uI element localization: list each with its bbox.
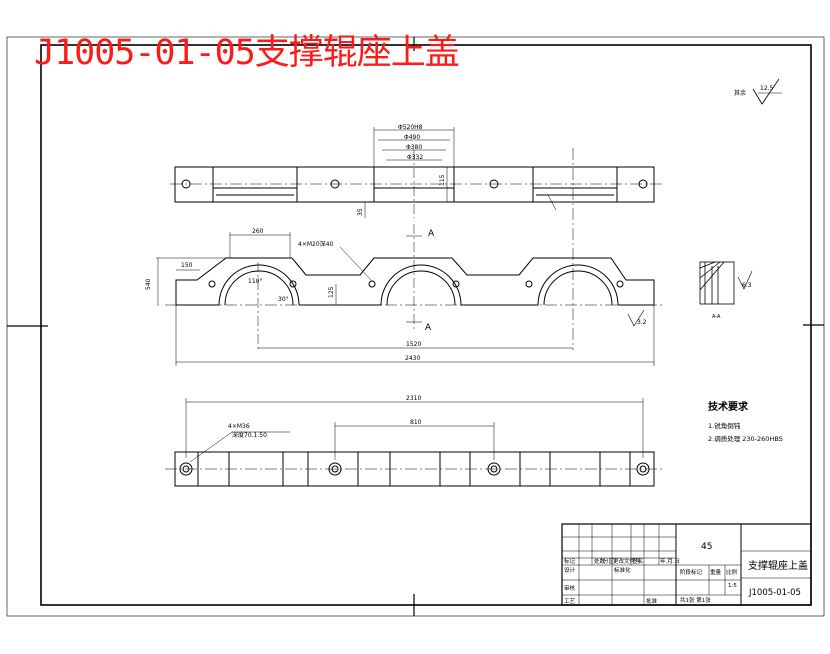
top-view [170,127,664,350]
tech-requirements: 技术要求 1.锐角倒钝 2.调质处理 230-260HBS [708,400,783,443]
title-block-text: 45 支撑辊座上盖 J1005-01-05 1:5 标记 处数 分区 更改文件号… [564,542,808,605]
svg-text:审核: 审核 [564,584,576,592]
svg-text:处数: 处数 [594,557,606,565]
bottom-view [165,398,664,487]
roughness-symbol-icon [737,270,753,290]
svg-text:技术要求: 技术要求 [708,400,749,413]
svg-text:125: 125 [328,286,335,298]
svg-text:1.锐角倒钝: 1.锐角倒钝 [708,421,741,430]
svg-text:540: 540 [145,278,152,290]
svg-text:3.2: 3.2 [637,319,647,326]
svg-text:分区: 分区 [603,557,615,565]
bottom-view-dims: 2310 4×M36 深度70.1.50 810 [228,395,422,439]
svg-text:J1005-01-05: J1005-01-05 [748,588,801,598]
svg-text:2.调质处理 230-260HBS: 2.调质处理 230-260HBS [708,434,783,443]
svg-text:支撑辊座上盖: 支撑辊座上盖 [748,559,808,572]
section-view [699,261,753,305]
section-view-labels: 6.3 A-A [712,282,752,320]
svg-text:其余: 其余 [734,89,746,97]
svg-text:Φ332: Φ332 [407,154,423,161]
title-block [561,523,812,606]
svg-text:A-A: A-A [712,314,721,320]
svg-text:年.月.日: 年.月.日 [660,557,680,565]
svg-text:2430: 2430 [405,355,420,362]
front-view [156,224,664,366]
svg-text:35: 35 [357,208,364,216]
svg-text:4×M20深40: 4×M20深40 [298,240,333,248]
svg-text:标记: 标记 [564,557,576,565]
top-view-dims: Φ520H8 Φ490 Φ380 Φ332 115 35 [357,124,446,216]
svg-text:1520: 1520 [406,341,421,348]
svg-text:阶段标记: 阶段标记 [680,568,703,576]
svg-text:签名: 签名 [632,557,643,565]
svg-text:260: 260 [252,228,264,235]
svg-text:1:5: 1:5 [728,583,737,589]
svg-text:标准化: 标准化 [614,566,631,574]
svg-text:4×M36: 4×M36 [228,423,250,430]
drawing-title: J1005-01-05支撑辊座上盖 [34,33,460,73]
svg-text:比例: 比例 [726,568,738,576]
svg-text:115: 115 [439,174,446,186]
svg-text:共1张 第1张: 共1张 第1张 [680,596,711,604]
svg-text:110°: 110° [248,278,262,285]
svg-text:A: A [428,229,435,239]
svg-text:45: 45 [701,542,712,552]
svg-text:Φ380: Φ380 [406,144,422,151]
svg-text:A: A [425,323,432,333]
centring-marks [7,37,824,616]
roughness-symbol-icon [752,78,780,105]
svg-text:更改文件号: 更改文件号 [613,557,641,565]
svg-text:150: 150 [181,262,193,269]
svg-text:工艺: 工艺 [564,598,576,605]
svg-text:重量: 重量 [710,568,722,576]
svg-text:深度70.1.50: 深度70.1.50 [232,431,267,439]
general-roughness: 其余 12.5 [734,78,782,105]
front-view-dims: 260 150 540 4×M20深40 110° 30° 125 1520 2… [145,228,647,362]
svg-text:Φ520H8: Φ520H8 [398,124,423,131]
roughness-symbol-icon [627,309,645,327]
svg-text:30°: 30° [278,296,289,303]
svg-text:6.3: 6.3 [742,282,752,289]
svg-text:批准: 批准 [646,597,658,605]
svg-text:设计: 设计 [564,566,576,574]
svg-text:Φ490: Φ490 [404,134,420,141]
svg-text:2310: 2310 [406,395,421,402]
svg-text:810: 810 [410,419,422,426]
svg-text:12.5: 12.5 [760,85,774,92]
